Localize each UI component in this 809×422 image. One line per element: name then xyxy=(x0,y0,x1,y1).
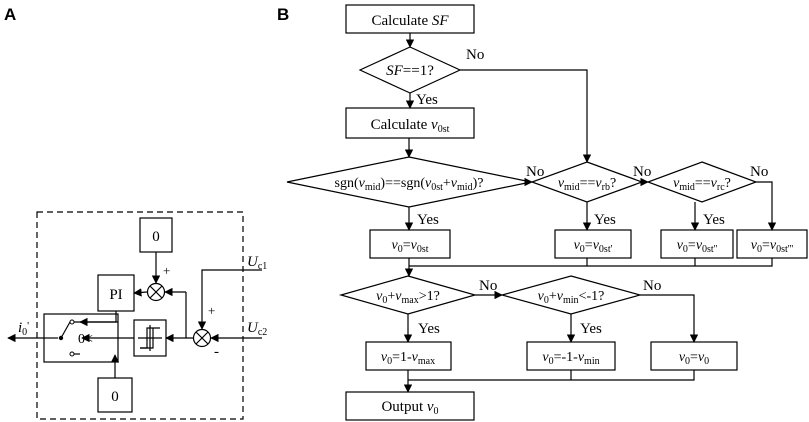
no-label-vrc: No xyxy=(750,164,768,180)
node-assign-v0st xyxy=(369,229,451,259)
hysteresis-icon xyxy=(138,325,162,351)
node-assign-1-minus-vmax xyxy=(365,341,452,371)
input-uc2-label: Uc2 xyxy=(247,320,267,338)
edge-vrc-no xyxy=(756,181,777,231)
node-assign-minus1-minus-vmin-label: v0=-1-vmin xyxy=(542,350,599,367)
node-output-v0-label: Output v0 xyxy=(381,399,438,417)
node-assign-v0st-prime-label: v0=v0st' xyxy=(574,238,613,255)
node-assign-v0st-label: v0=v0st xyxy=(391,238,428,255)
pi-controller-label: PI xyxy=(109,287,122,303)
node-assign-v0-label: v0=v0 xyxy=(679,350,709,367)
output-i0-label: i0' xyxy=(18,320,29,338)
minus-sign-lower: - xyxy=(214,344,219,360)
no-label-vmax: No xyxy=(479,278,497,294)
summing-junction-lower xyxy=(192,328,212,348)
decision-vmid-vrc xyxy=(646,161,758,203)
node-assign-v0st-double-prime xyxy=(660,229,734,259)
decision-vrc-label: vmid==vrc? xyxy=(673,176,731,193)
summing-junction-upper xyxy=(146,282,166,302)
node-assign-1-minus-vmax-label: v0=1-vmax xyxy=(381,350,435,367)
no-label-vrb: No xyxy=(633,164,651,180)
decision-vmin-label: v0+vmin<-1? xyxy=(538,289,605,306)
edge-vmin-no xyxy=(640,294,699,343)
dashed-boundary xyxy=(36,211,244,420)
no-label-sf: No xyxy=(466,47,484,63)
node-calculate-v0st xyxy=(345,107,475,139)
yes-label-vmin: Yes xyxy=(580,321,602,337)
node-calculate-sf-label: Calculate SF xyxy=(371,13,449,29)
plus-sign-upper: + xyxy=(163,263,170,278)
no-label-vmin: No xyxy=(643,278,661,294)
node-calculate-v0st-label: Calculate v0st xyxy=(371,117,450,135)
decision-sgn-label: sgn(vmid)==sgn(v0st+vmid)? xyxy=(335,176,484,193)
edge-output-bus xyxy=(408,370,695,381)
yes-label-vrb: Yes xyxy=(594,212,616,228)
edge-sf-no xyxy=(460,69,592,163)
panel-label-a: A xyxy=(4,5,16,24)
switch-condition-label: 0< xyxy=(78,332,93,347)
decision-sf-label: SF==1? xyxy=(386,63,434,79)
control-block-diagram: 0 + PI 0< xyxy=(7,211,267,420)
edge-merge-bus xyxy=(409,258,773,267)
node-calculate-sf xyxy=(345,4,475,34)
node-assign-v0st-triple-prime xyxy=(736,229,808,259)
node-assign-v0st-double-prime-label: v0=v0st'' xyxy=(677,238,718,255)
panel-label-b: B xyxy=(277,5,289,24)
input-uc1-label: Uc1 xyxy=(247,254,267,272)
node-assign-v0 xyxy=(650,341,738,371)
yes-label-sf: Yes xyxy=(416,92,438,108)
yes-label-vmax: Yes xyxy=(418,321,440,337)
yes-label-vrc: Yes xyxy=(703,212,725,228)
constant-zero-bottom-label: 0 xyxy=(111,389,119,405)
yes-label-sgn: Yes xyxy=(417,212,439,228)
no-label-sgn: No xyxy=(526,164,544,180)
flowchart: Calculate SF SF==1? Calculate v0st sgn(v… xyxy=(286,4,808,421)
constant-zero-top-label: 0 xyxy=(152,229,160,245)
node-assign-v0st-prime xyxy=(554,229,632,259)
decision-vmax-label: v0+vmax>1? xyxy=(376,289,440,306)
node-assign-v0st-triple-prime-label: v0=v0st''' xyxy=(751,238,794,255)
plus-sign-lower: + xyxy=(208,303,215,318)
decision-vrb-label: vmid==vrb? xyxy=(558,176,616,193)
